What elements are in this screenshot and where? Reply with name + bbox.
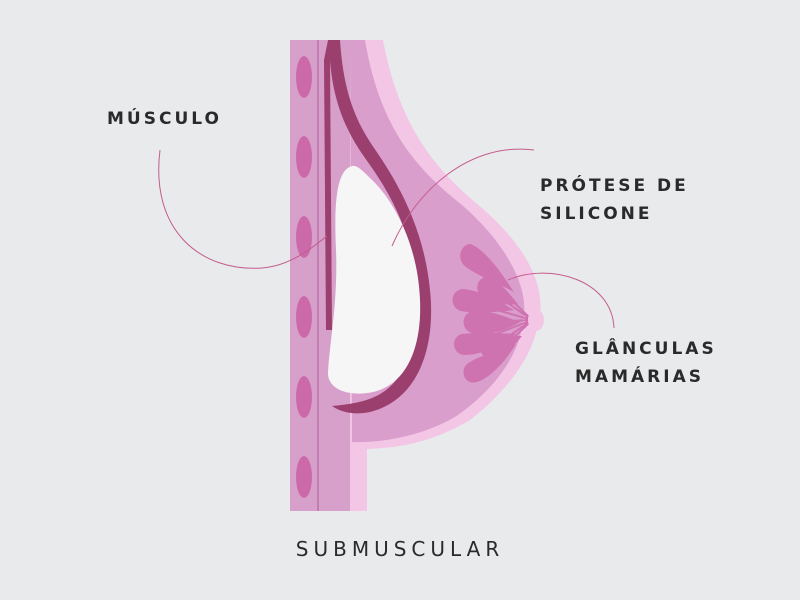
- gland-lobule: [463, 310, 520, 335]
- gland-lobule: [480, 335, 522, 359]
- label-muscle: MÚSCULO: [107, 105, 222, 133]
- rib-ovals: [296, 56, 312, 498]
- rib-oval: [296, 376, 312, 418]
- glands-leader-line: [507, 272, 615, 329]
- label-muscle-text: MÚSCULO: [107, 109, 222, 129]
- muscle-leader-line: [158, 149, 328, 269]
- implant-leader-line: [391, 148, 535, 247]
- rib-oval: [296, 216, 312, 258]
- label-glands-line2: MAMÁRIAS: [575, 367, 704, 387]
- rib-oval: [296, 296, 312, 338]
- label-implant-line2: SILICONE: [540, 204, 653, 224]
- diagram-caption: SUBMUSCULAR: [295, 537, 505, 561]
- pectoral-muscle: [324, 40, 432, 414]
- gland-lobule: [460, 244, 514, 292]
- gland-lobule: [463, 344, 516, 383]
- rib-oval: [296, 136, 312, 178]
- rib-oval: [296, 56, 312, 98]
- label-glands-line1: GLÂNCULAS: [575, 339, 717, 359]
- chest-wall-divider: [317, 40, 319, 511]
- label-mammary-glands: GLÂNCULAS MAMÁRIAS: [575, 335, 717, 391]
- silicone-implant: [327, 165, 421, 394]
- mammary-glands: [452, 244, 533, 383]
- nipple: [528, 309, 544, 331]
- gland-lobule: [452, 289, 514, 313]
- label-implant-line1: PRÓTESE DE: [540, 176, 689, 196]
- label-silicone-implant: PRÓTESE DE SILICONE: [540, 172, 689, 228]
- rib-oval: [296, 456, 312, 498]
